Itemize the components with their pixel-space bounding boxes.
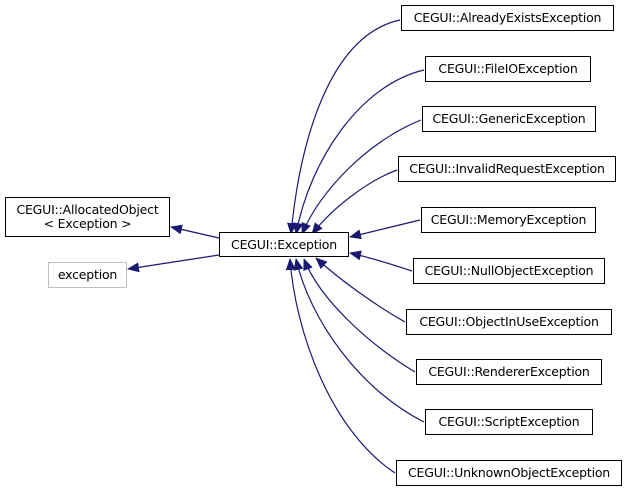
derived-class-label: CEGUI::RendererException — [428, 364, 590, 379]
derived-class-generic-exception[interactable]: CEGUI::GenericException — [422, 106, 596, 132]
derived-class-object-in-use-exception[interactable]: CEGUI::ObjectInUseException — [406, 309, 612, 335]
edge-renderer — [303, 258, 416, 373]
base-class-exception[interactable]: exception — [48, 262, 127, 288]
edge-memory — [349, 219, 421, 240]
derived-class-label: CEGUI::FileIOException — [438, 61, 578, 76]
derived-class-label: CEGUI::ScriptException — [438, 414, 580, 429]
edge-null-object — [349, 250, 413, 272]
base-class-label-line2: < Exception > — [43, 216, 132, 231]
derived-class-renderer-exception[interactable]: CEGUI::RendererException — [416, 359, 602, 385]
derived-class-label: CEGUI::InvalidRequestException — [409, 161, 605, 176]
edge-object-in-use — [315, 257, 406, 323]
derived-class-label: CEGUI::AlreadyExistsException — [413, 10, 602, 25]
derived-class-null-object-exception[interactable]: CEGUI::NullObjectException — [413, 258, 605, 284]
derived-class-already-exists-exception[interactable]: CEGUI::AlreadyExistsException — [401, 5, 614, 31]
derived-class-unknown-object-exception[interactable]: CEGUI::UnknownObjectException — [396, 460, 622, 486]
edge-invalid-request — [311, 169, 398, 235]
edge-already-exists — [287, 19, 401, 235]
derived-class-file-io-exception[interactable]: CEGUI::FileIOException — [425, 56, 591, 82]
derived-class-label: CEGUI::MemoryException — [430, 212, 587, 227]
derived-class-invalid-request-exception[interactable]: CEGUI::InvalidRequestException — [398, 156, 616, 182]
derived-class-label: CEGUI::ObjectInUseException — [419, 314, 599, 329]
edge-file-io — [293, 69, 425, 235]
edge-to-allocated-object — [170, 224, 220, 239]
derived-class-memory-exception[interactable]: CEGUI::MemoryException — [421, 207, 596, 233]
edge-script — [293, 258, 425, 423]
base-class-label: exception — [57, 267, 118, 282]
derived-class-label: CEGUI::UnknownObjectException — [407, 465, 611, 480]
derived-class-label: CEGUI::NullObjectException — [424, 263, 594, 278]
base-class-allocated-object[interactable]: CEGUI::AllocatedObject < Exception > — [5, 197, 170, 237]
base-class-label-line1: CEGUI::AllocatedObject — [16, 202, 159, 217]
center-class-label: CEGUI::Exception — [231, 236, 337, 252]
edge-generic — [301, 119, 422, 235]
edge-unknown-object — [285, 258, 396, 474]
derived-class-label: CEGUI::GenericException — [432, 111, 586, 126]
edge-to-std-exception — [127, 254, 220, 273]
derived-class-script-exception[interactable]: CEGUI::ScriptException — [425, 409, 593, 435]
center-class-exception[interactable]: CEGUI::Exception — [219, 232, 349, 257]
